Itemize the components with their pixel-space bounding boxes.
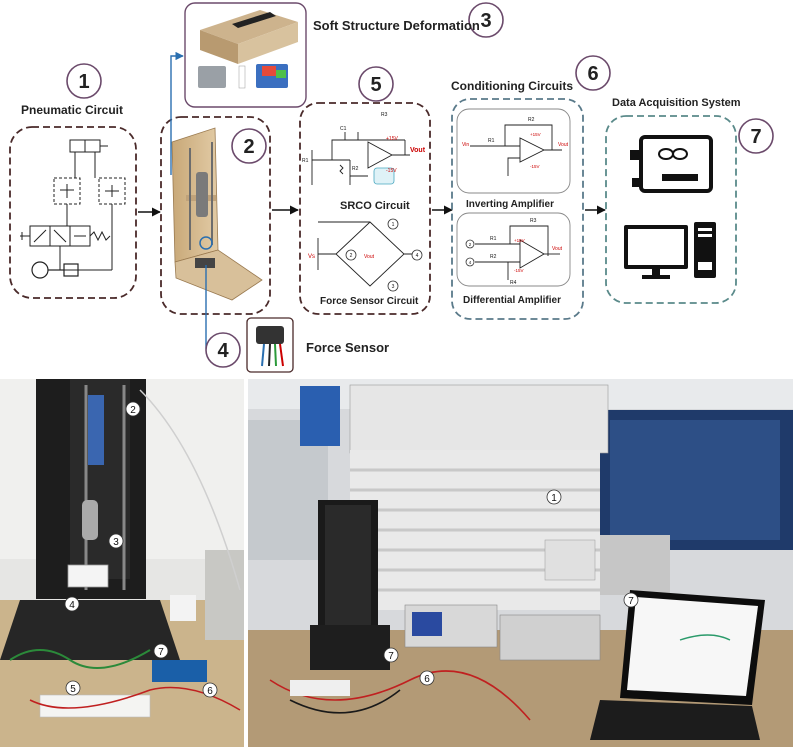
inverting-amp-schematic [470,124,562,176]
diff-vout: Vout [552,246,563,252]
block-pneumatic-circuit: 1 Pneumatic Circuit [9,63,137,299]
number-6-text: 6 [587,63,598,85]
number-badge-6 [575,55,611,91]
bridge-schematic [317,221,412,287]
srco-c1: C1 [340,126,347,132]
diff-node-4: 4 [469,260,472,265]
force-sensor-circuit-title: Force Sensor Circuit [320,296,419,307]
compressor-icon [31,261,79,279]
block-soft-structure: 3 Soft Structure Deformation [184,2,504,108]
pneumatic-circuit-title: Pneumatic Circuit [21,103,123,117]
number-2-text: 2 [243,136,254,158]
srco-schematic [311,132,410,185]
bridge-node-3: 3 [392,284,395,290]
number-badge-1 [66,63,102,99]
tag-right-6: 6 [424,674,430,685]
sensor-circuits-frame [299,102,431,315]
srco-vcc-neg: -15V [386,168,397,174]
tag-left-3: 3 [113,537,119,548]
tag-right-7-board: 7 [388,651,394,662]
bridge-node-2: 2 [350,253,353,259]
block-test-rig: 2 [160,116,271,315]
number-4-text: 4 [217,340,229,362]
srco-r3: R3 [381,112,388,118]
tag-left-5: 5 [70,684,76,695]
number-5-text: 5 [370,74,381,96]
tag-left-2: 2 [130,405,136,416]
srco-vout: Vout [410,147,426,154]
deformation-title: Soft Structure Deformation [313,18,480,33]
number-7-text: 7 [750,126,761,148]
photo-right-setup: 1 7 6 7 [248,379,793,747]
inv-r2: R2 [528,117,535,123]
diff-node-2: 2 [469,242,472,247]
photo-right-tags: 1 7 6 7 [383,489,639,686]
diff-r4: R4 [510,280,517,286]
inv-r1: R1 [488,138,495,144]
bridge-vout: Vout [364,254,375,260]
diff-vcc-neg: -15V [514,268,524,273]
number-badge-2 [231,128,267,164]
desktop-computer-icon [624,222,716,279]
directional-valve-icon [20,225,113,271]
block-force-sensor: 4 Force Sensor [205,317,389,373]
daq-title: Data Acquisition System [612,97,741,109]
inverting-amp-title: Inverting Amplifier [466,199,554,210]
force-sensor-title: Force Sensor [306,340,389,355]
srco-r2: R2 [352,166,359,172]
inv-vcc-pos: +15V [530,132,541,137]
srco-vcc-pos: +15V [386,136,398,142]
block-sensor-circuits: 5 R3 C1 R1 R2 +15V -15V Vout SRCO Circui… [299,66,431,315]
bridge-node-1: 1 [392,222,395,228]
arduino-icon [630,135,713,193]
number-badge-4 [205,332,241,368]
block-conditioning-circuits: Conditioning Circuits 6 Vin R1 R2 +15V -… [451,55,611,320]
conditioning-frame [451,98,584,320]
test-rig-illustration [171,127,263,301]
check-valve-icon [53,177,126,226]
srco-r1: R1 [302,158,309,164]
inverting-amp-card [456,108,571,194]
tag-left-4: 4 [69,600,75,611]
connector-to-deformation [170,51,184,175]
photo-left-tags: 2 3 4 5 6 7 [64,401,218,698]
inv-vin: Vin [462,142,469,148]
number-1-text: 1 [78,71,89,93]
inv-vcc-neg: -15V [530,164,540,169]
conditioning-title: Conditioning Circuits [451,79,573,93]
tag-left-6: 6 [207,686,213,697]
number-badge-3 [468,2,504,38]
photo-left-setup: 2 3 4 5 6 7 [0,379,244,747]
diff-vcc-pos: +15V [514,238,525,243]
srco-circuit-title: SRCO Circuit [340,200,410,212]
tag-right-7-laptop: 7 [628,596,634,607]
inv-vout: Vout [558,142,569,148]
pneumatic-cylinder-icon [69,139,108,178]
number-3-text: 3 [480,10,491,32]
differential-amp-card [456,212,571,287]
differential-amp-schematic [475,225,560,280]
test-rig-frame [160,116,271,315]
block-data-acquisition: Data Acquisition System 7 [605,97,774,304]
diff-r1: R1 [490,236,497,242]
tag-left-7: 7 [158,647,164,658]
bridge-node-4: 4 [416,253,419,259]
number-badge-5 [358,66,394,102]
daq-frame [605,115,737,304]
diff-r3: R3 [530,218,537,224]
number-badge-7 [738,118,774,154]
bridge-vs: Vs [308,254,315,260]
differential-amp-title: Differential Amplifier [463,295,561,306]
tag-right-1: 1 [551,493,557,504]
pneumatic-frame [9,126,137,299]
diff-r2: R2 [490,254,497,260]
